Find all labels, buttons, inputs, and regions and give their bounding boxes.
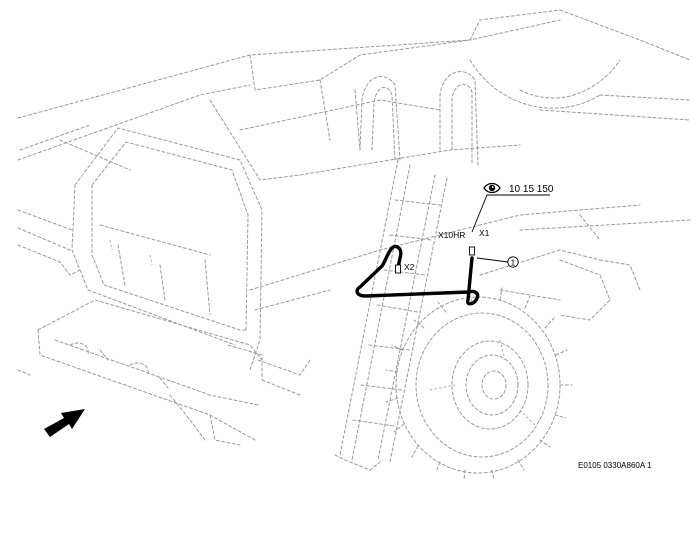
- wiring-harness: [355, 244, 480, 306]
- connector-x1: X10HR X1: [438, 228, 490, 256]
- arrow-icon: [44, 409, 85, 437]
- connector-x10hr-label: X10HR: [438, 230, 465, 240]
- reference-leader: [471, 194, 550, 233]
- callout-1: 1: [476, 256, 519, 268]
- callout-1-label: 1: [511, 257, 516, 267]
- machine-outline: [17, 9, 691, 481]
- reference-number: 10 15 150: [509, 184, 554, 195]
- connector-x2: X2: [395, 262, 415, 274]
- figure-code: E0105 0330A860A 1: [578, 461, 652, 470]
- eye-icon: [483, 182, 501, 194]
- front-wheel: [385, 287, 573, 481]
- connector-x2-label: X2: [404, 262, 415, 272]
- connector-x1-label: X1: [479, 228, 490, 238]
